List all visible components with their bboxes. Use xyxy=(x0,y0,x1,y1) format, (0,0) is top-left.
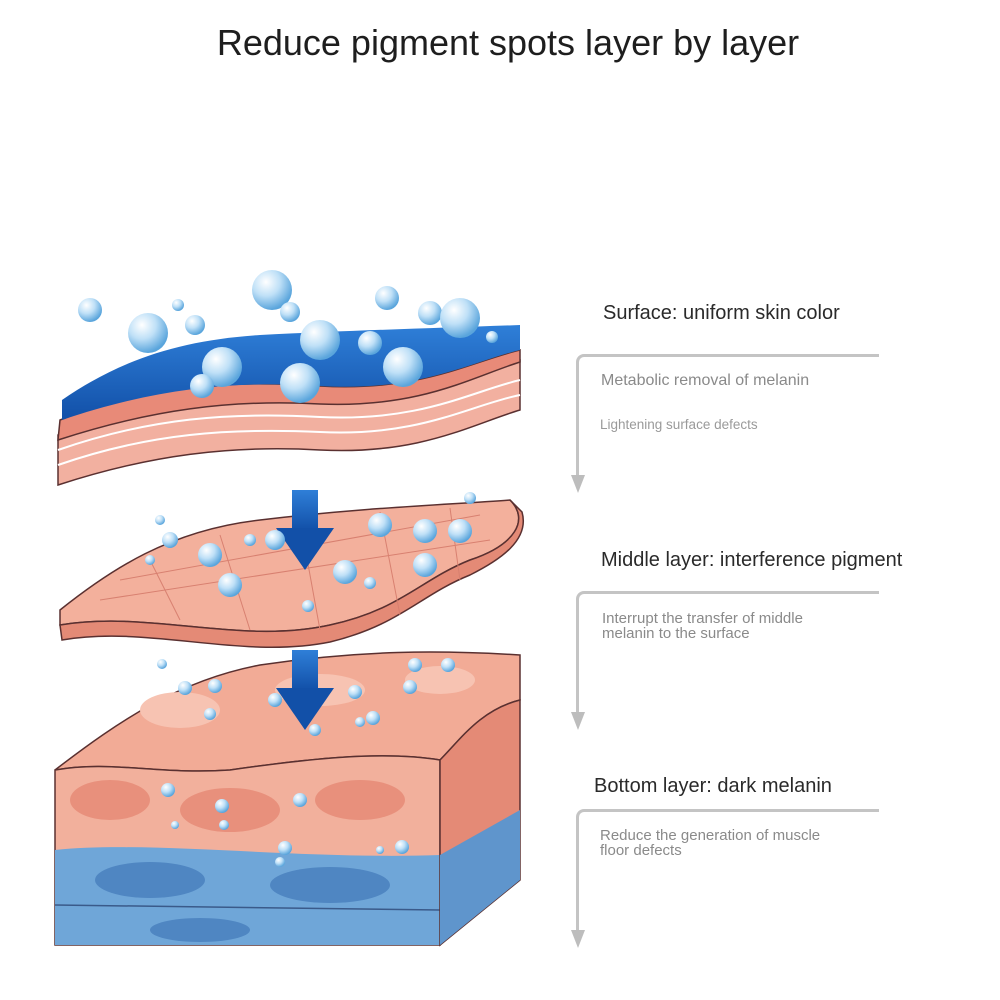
bubble xyxy=(155,515,165,525)
down-arrow-icon xyxy=(276,650,334,730)
bubble xyxy=(375,286,399,310)
bottom-line2: floor defects xyxy=(600,842,682,859)
bubble xyxy=(215,799,229,813)
skin-layers-illustration xyxy=(54,270,525,947)
bubble xyxy=(252,270,292,310)
bubble xyxy=(145,555,155,565)
bubble xyxy=(190,374,214,398)
bubble xyxy=(293,793,307,807)
bubble xyxy=(128,313,168,353)
surface-layer xyxy=(57,325,521,487)
bubble xyxy=(376,846,384,854)
bubble xyxy=(208,679,222,693)
bubble xyxy=(309,724,321,736)
bubble xyxy=(300,320,340,360)
bubbles xyxy=(78,270,498,867)
bottom-bracket xyxy=(576,809,879,932)
bubble xyxy=(368,513,392,537)
bubble xyxy=(162,532,178,548)
bubble xyxy=(333,560,357,584)
arrow-down-icon xyxy=(571,475,585,493)
arrow-down-icon xyxy=(571,712,585,730)
bubble xyxy=(275,857,285,867)
bubble xyxy=(413,553,437,577)
bubble xyxy=(265,530,285,550)
arrow-down-icon xyxy=(571,930,585,948)
middle-line2: melanin to the surface xyxy=(602,625,750,642)
bubble xyxy=(78,298,102,322)
middle-bracket xyxy=(576,591,879,714)
bubble xyxy=(268,693,282,707)
bubble xyxy=(178,681,192,695)
bubble xyxy=(464,492,476,504)
bubble xyxy=(395,840,409,854)
bubble xyxy=(486,331,498,343)
bubble xyxy=(172,299,184,311)
bubble xyxy=(302,600,314,612)
bubble xyxy=(204,708,216,720)
bubble xyxy=(198,543,222,567)
middle-layer xyxy=(59,499,525,648)
bottom-layer xyxy=(54,651,521,947)
surface-line2: Lightening surface defects xyxy=(600,417,758,432)
bubble xyxy=(161,783,175,797)
bubble xyxy=(278,841,292,855)
bubble xyxy=(280,363,320,403)
bubble xyxy=(244,534,256,546)
bubble xyxy=(202,347,242,387)
bubble xyxy=(408,658,422,672)
bubble xyxy=(218,573,242,597)
bubble xyxy=(448,519,472,543)
bubble xyxy=(366,711,380,725)
surface-line1: Metabolic removal of melanin xyxy=(601,372,810,389)
bubble xyxy=(364,577,376,589)
bubble xyxy=(440,298,480,338)
bubble xyxy=(441,658,455,672)
bubble xyxy=(413,519,437,543)
surface-bracket xyxy=(576,354,879,477)
page-title: Reduce pigment spots layer by layer xyxy=(216,22,800,63)
bubble xyxy=(280,302,300,322)
bubble xyxy=(185,315,205,335)
bubble xyxy=(403,680,417,694)
bubble xyxy=(355,717,365,727)
bubble xyxy=(171,821,179,829)
bottom-heading: Bottom layer: dark melanin xyxy=(594,775,832,797)
bubble xyxy=(219,820,229,830)
middle-heading: Middle layer: interference pigment xyxy=(601,549,903,571)
bubble xyxy=(358,331,382,355)
bubble xyxy=(157,659,167,669)
bottom-line1: Reduce the generation of muscle xyxy=(600,827,821,844)
bubble xyxy=(383,347,423,387)
surface-heading: Surface: uniform skin color xyxy=(603,302,840,324)
bubble xyxy=(418,301,442,325)
down-arrow-icon xyxy=(276,490,334,570)
middle-line1: Interrupt the transfer of middle xyxy=(602,610,803,627)
bubble xyxy=(348,685,362,699)
